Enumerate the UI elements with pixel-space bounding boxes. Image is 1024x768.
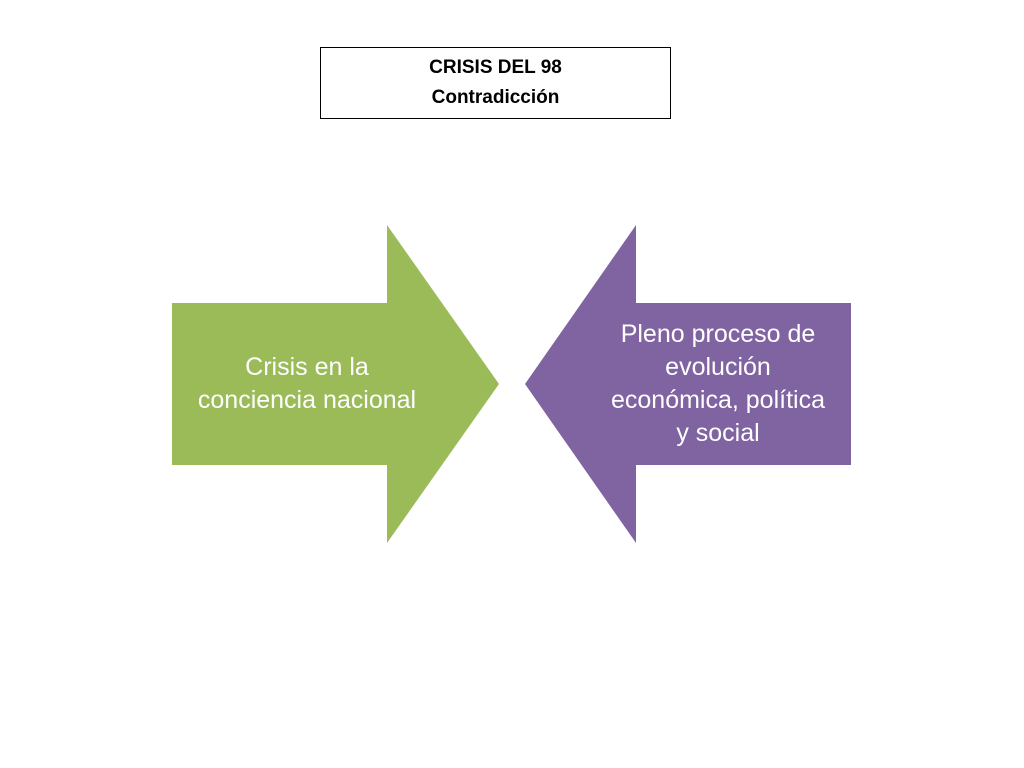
right-arrow-line-1: Pleno proceso de: [620, 320, 816, 348]
right-arrow-line-4: y social: [676, 419, 760, 447]
left-arrow-label: Crisis en la conciencia nacional: [172, 303, 442, 465]
right-arrow-line-3: económica, política: [610, 386, 825, 414]
title-box: CRISIS DEL 98 Contradicción: [320, 47, 671, 119]
title-line-2: Contradicción: [431, 87, 560, 108]
left-arrow-line-1: Crisis en la: [245, 353, 369, 381]
right-arrow-shape: [525, 225, 851, 543]
right-arrow-label: Pleno proceso de evolución económica, po…: [585, 303, 851, 465]
right-arrow-line-2: evolución: [665, 353, 771, 381]
title-line-1: CRISIS DEL 98: [429, 57, 562, 78]
left-arrow-shape: [172, 225, 499, 543]
left-arrow-line-2: conciencia nacional: [197, 386, 417, 414]
